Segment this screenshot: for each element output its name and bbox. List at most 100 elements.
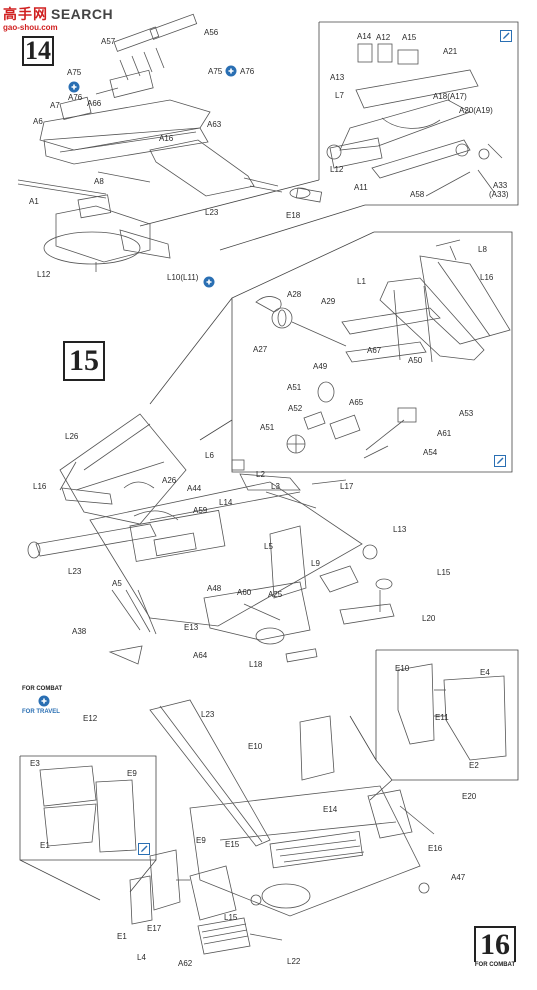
part-label: E9: [127, 769, 137, 778]
part-label: A51: [287, 383, 302, 392]
part-label: L23: [68, 567, 82, 576]
part-label: L15: [224, 913, 238, 922]
part-label: L23: [201, 710, 215, 719]
step-16-number: 16: [474, 926, 516, 962]
part-label: A76: [240, 67, 255, 76]
part-label: L12: [330, 165, 344, 174]
part-label: E17: [147, 924, 162, 933]
part-label: A44: [187, 484, 202, 493]
part-label: L6: [205, 451, 214, 460]
watermark-subtitle: gao-shou.com: [3, 23, 58, 32]
part-label: A62: [178, 959, 193, 968]
glue-icon: [494, 455, 506, 467]
part-label: L12: [37, 270, 51, 279]
part-label: A66: [87, 99, 102, 108]
part-label: A26: [162, 476, 177, 485]
part-label: A56: [204, 28, 219, 37]
part-label: A33: [493, 181, 508, 190]
part-label: A6: [33, 117, 43, 126]
part-label: A59: [193, 506, 208, 515]
part-label: E10: [395, 664, 410, 673]
part-label: A8: [94, 177, 104, 186]
watermark-english: SEARCH: [51, 6, 114, 22]
part-label: A57: [101, 37, 116, 46]
part-label: E14: [323, 805, 338, 814]
travel-option-icon: [38, 694, 50, 707]
part-label: A76: [68, 93, 83, 102]
part-label: A1: [29, 197, 39, 206]
part-label: E1: [117, 932, 127, 941]
part-label: E12: [83, 714, 98, 723]
option-icon-a76: [225, 64, 237, 77]
part-label: A54: [423, 448, 438, 457]
part-label: E10: [248, 742, 263, 751]
part-label: L3: [271, 482, 280, 491]
part-label: A25: [268, 590, 283, 599]
part-label: L4: [137, 953, 146, 962]
part-label: L5: [264, 542, 273, 551]
part-label: A52: [288, 404, 303, 413]
part-label: E16: [428, 844, 443, 853]
part-label: E3: [30, 759, 40, 768]
part-label: L18: [249, 660, 263, 669]
part-label: L10(L11): [167, 273, 199, 282]
part-label: A64: [193, 651, 208, 660]
part-label: A65: [349, 398, 364, 407]
part-label: A60: [237, 588, 252, 597]
part-label: E9: [196, 836, 206, 845]
part-label: E20: [462, 792, 477, 801]
part-label: E1: [40, 841, 50, 850]
part-label: A53: [459, 409, 474, 418]
for-combat-note: FOR COMBAT: [22, 686, 63, 692]
step-15-number: 15: [63, 341, 105, 381]
part-label: L23: [205, 208, 219, 217]
part-label: L1: [357, 277, 366, 286]
part-label: L15: [437, 568, 451, 577]
part-label: L20: [422, 614, 436, 623]
part-label: E4: [480, 668, 490, 677]
part-label: L16: [33, 482, 47, 491]
part-label: A20(A19): [459, 106, 493, 115]
part-label: L13: [393, 525, 407, 534]
part-label: L8: [478, 245, 487, 254]
part-label: A63: [207, 120, 222, 129]
option-icon-l10: [203, 275, 215, 288]
part-label: L26: [65, 432, 79, 441]
part-label: A14: [357, 32, 372, 41]
part-label: (A33): [489, 190, 509, 199]
part-label: E15: [225, 840, 240, 849]
part-label: E11: [435, 713, 449, 722]
watermark-chinese: 高手网: [3, 6, 48, 22]
part-label: A75: [67, 68, 82, 77]
part-label: L14: [219, 498, 233, 507]
part-label: L2: [256, 470, 265, 479]
part-label: L16: [480, 273, 494, 282]
part-label: L9: [311, 559, 320, 568]
part-label: A48: [207, 584, 222, 593]
part-label: A29: [321, 297, 336, 306]
part-label: A5: [112, 579, 122, 588]
part-label: E2: [469, 761, 479, 770]
part-label: A47: [451, 873, 466, 882]
part-label: L22: [287, 957, 301, 966]
option-icon-a75: [68, 80, 80, 93]
part-label: A7: [50, 101, 60, 110]
part-label: L7: [335, 91, 344, 100]
step-14-number: 14: [22, 36, 54, 66]
part-label: E18: [286, 211, 301, 220]
part-label: A12: [376, 33, 391, 42]
step-16-caption: FOR COMBAT: [474, 962, 516, 968]
part-label: L17: [340, 482, 354, 491]
part-label: A75: [208, 67, 223, 76]
part-label: E13: [184, 623, 199, 632]
part-label: A58: [410, 190, 425, 199]
part-label: A13: [330, 73, 345, 82]
part-label: A49: [313, 362, 328, 371]
part-label: A38: [72, 627, 87, 636]
part-label: A67: [367, 346, 382, 355]
for-travel-note: FOR TRAVEL: [22, 709, 60, 715]
part-label: A61: [437, 429, 452, 438]
